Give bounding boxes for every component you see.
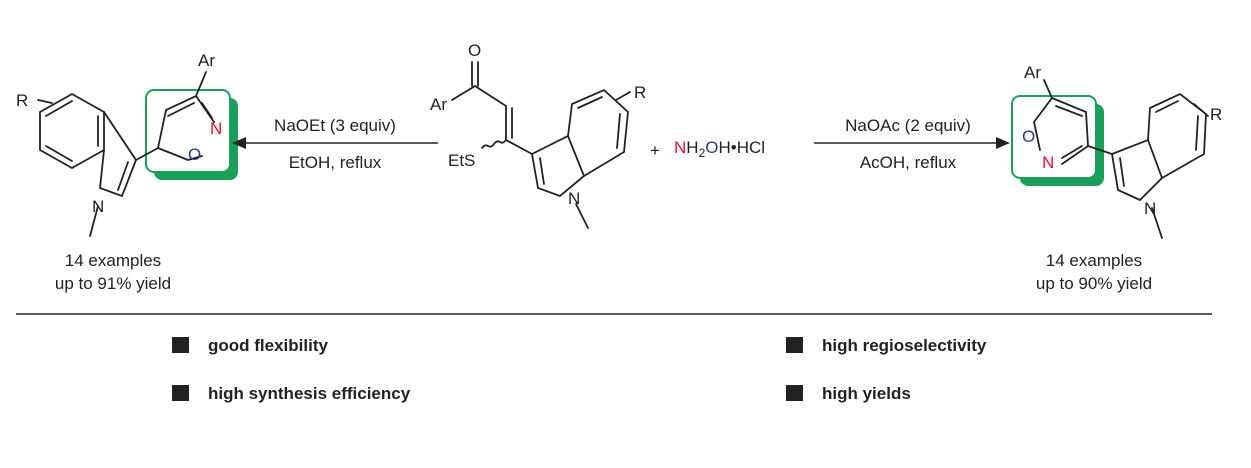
left-benzene-ring bbox=[39, 92, 105, 170]
right-isoxazole-o: O bbox=[1022, 127, 1035, 146]
sm-pyrrole-ring bbox=[531, 134, 586, 198]
left-pyrrole-double bbox=[117, 161, 129, 191]
right-examples-text: 14 examples bbox=[1046, 251, 1142, 270]
feature-good-flexibility: good flexibility bbox=[208, 336, 328, 355]
left-benzene-inner-1 bbox=[45, 100, 73, 117]
sm-carbonyl bbox=[471, 61, 479, 87]
left-ar-label: Ar bbox=[198, 51, 215, 70]
right-ar-bond bbox=[1043, 79, 1053, 99]
feature-high-synthesis-efficiency: high synthesis efficiency bbox=[208, 384, 411, 403]
left-r-bond bbox=[37, 99, 53, 104]
right-conditions-top: NaOAc (2 equiv) bbox=[845, 116, 971, 135]
right-indole-n: N bbox=[1144, 199, 1156, 218]
left-indole-n: N bbox=[92, 197, 104, 216]
sm-benzene-ring bbox=[567, 88, 629, 177]
left-examples-text: 14 examples bbox=[65, 251, 161, 270]
sm-pyrrole-double bbox=[539, 157, 545, 185]
left-conditions-top: NaOEt (3 equiv) bbox=[274, 116, 396, 135]
bullet-square-icon bbox=[172, 385, 189, 401]
bullet-square-icon bbox=[786, 385, 803, 401]
left-arrow-head bbox=[232, 137, 246, 149]
plus-sign: + bbox=[650, 141, 660, 160]
sm-ar-label: Ar bbox=[430, 95, 447, 114]
right-ar-label: Ar bbox=[1024, 63, 1041, 82]
right-arrow-head bbox=[996, 137, 1010, 149]
left-product-structure: Ar R N O N bbox=[16, 51, 238, 237]
left-r-label: R bbox=[16, 91, 28, 110]
left-pyrrole-ring bbox=[99, 111, 138, 198]
sm-benzene-inner-2 bbox=[616, 113, 621, 149]
right-isoxazole-ring bbox=[1033, 96, 1089, 165]
right-pyrrole-double bbox=[1119, 157, 1125, 187]
sm-o-label: O bbox=[468, 41, 481, 60]
left-yield-text: up to 91% yield bbox=[55, 274, 171, 293]
right-isoxazole-indole-bond bbox=[1087, 145, 1113, 155]
left-benzene-inner-2 bbox=[45, 145, 73, 162]
left-isoxazole-n: N bbox=[210, 119, 222, 138]
sm-indole-bond bbox=[505, 139, 533, 155]
left-conditions-bottom: EtOH, reflux bbox=[289, 153, 382, 172]
sm-r-label: R bbox=[634, 83, 646, 102]
sm-ets-label: EtS bbox=[448, 151, 475, 170]
sm-wavy-bond bbox=[481, 139, 507, 149]
right-benzene-inner-2 bbox=[1195, 115, 1199, 151]
right-conditions-bottom: AcOH, reflux bbox=[860, 153, 957, 172]
left-n-methyl bbox=[89, 205, 99, 237]
left-indole-isoxazole-bond bbox=[135, 147, 159, 161]
sm-ar-bond bbox=[451, 85, 476, 101]
right-r-label: R bbox=[1210, 105, 1222, 124]
feature-high-regioselectivity: high regioselectivity bbox=[822, 336, 987, 355]
left-ar-bond bbox=[195, 71, 207, 97]
right-isoxazole-n: N bbox=[1042, 153, 1054, 172]
feature-high-yields: high yields bbox=[822, 384, 911, 403]
starting-material-structure: O Ar EtS R N bbox=[430, 41, 646, 229]
sm-n-methyl bbox=[575, 203, 589, 229]
right-yield-text: up to 90% yield bbox=[1036, 274, 1152, 293]
bullet-square-icon bbox=[172, 337, 189, 353]
right-benzene-inner-1 bbox=[1155, 100, 1179, 113]
left-isoxazole-double-1 bbox=[167, 102, 195, 117]
right-isoxazole-highlight bbox=[1011, 95, 1097, 179]
sm-n-label: N bbox=[568, 189, 580, 208]
right-product-structure: Ar R O N N bbox=[1011, 63, 1222, 239]
right-isoxazole-double-1 bbox=[1055, 105, 1083, 117]
bullet-square-icon bbox=[786, 337, 803, 353]
right-r-bond bbox=[1193, 103, 1209, 117]
right-pyrrole-ring bbox=[1111, 138, 1164, 202]
left-isoxazole-o: O bbox=[188, 145, 201, 164]
sm-r-bond bbox=[615, 91, 631, 101]
sm-chain bbox=[474, 85, 507, 141]
hydroxylamine-reagent: NH2OH•HCl bbox=[674, 138, 765, 160]
right-isoxazole-double-2 bbox=[1061, 145, 1083, 159]
left-isoxazole-double-2 bbox=[201, 102, 213, 119]
sm-benzene-inner-1 bbox=[577, 96, 603, 109]
right-n-methyl bbox=[1151, 207, 1163, 239]
right-benzene-ring bbox=[1147, 92, 1207, 179]
